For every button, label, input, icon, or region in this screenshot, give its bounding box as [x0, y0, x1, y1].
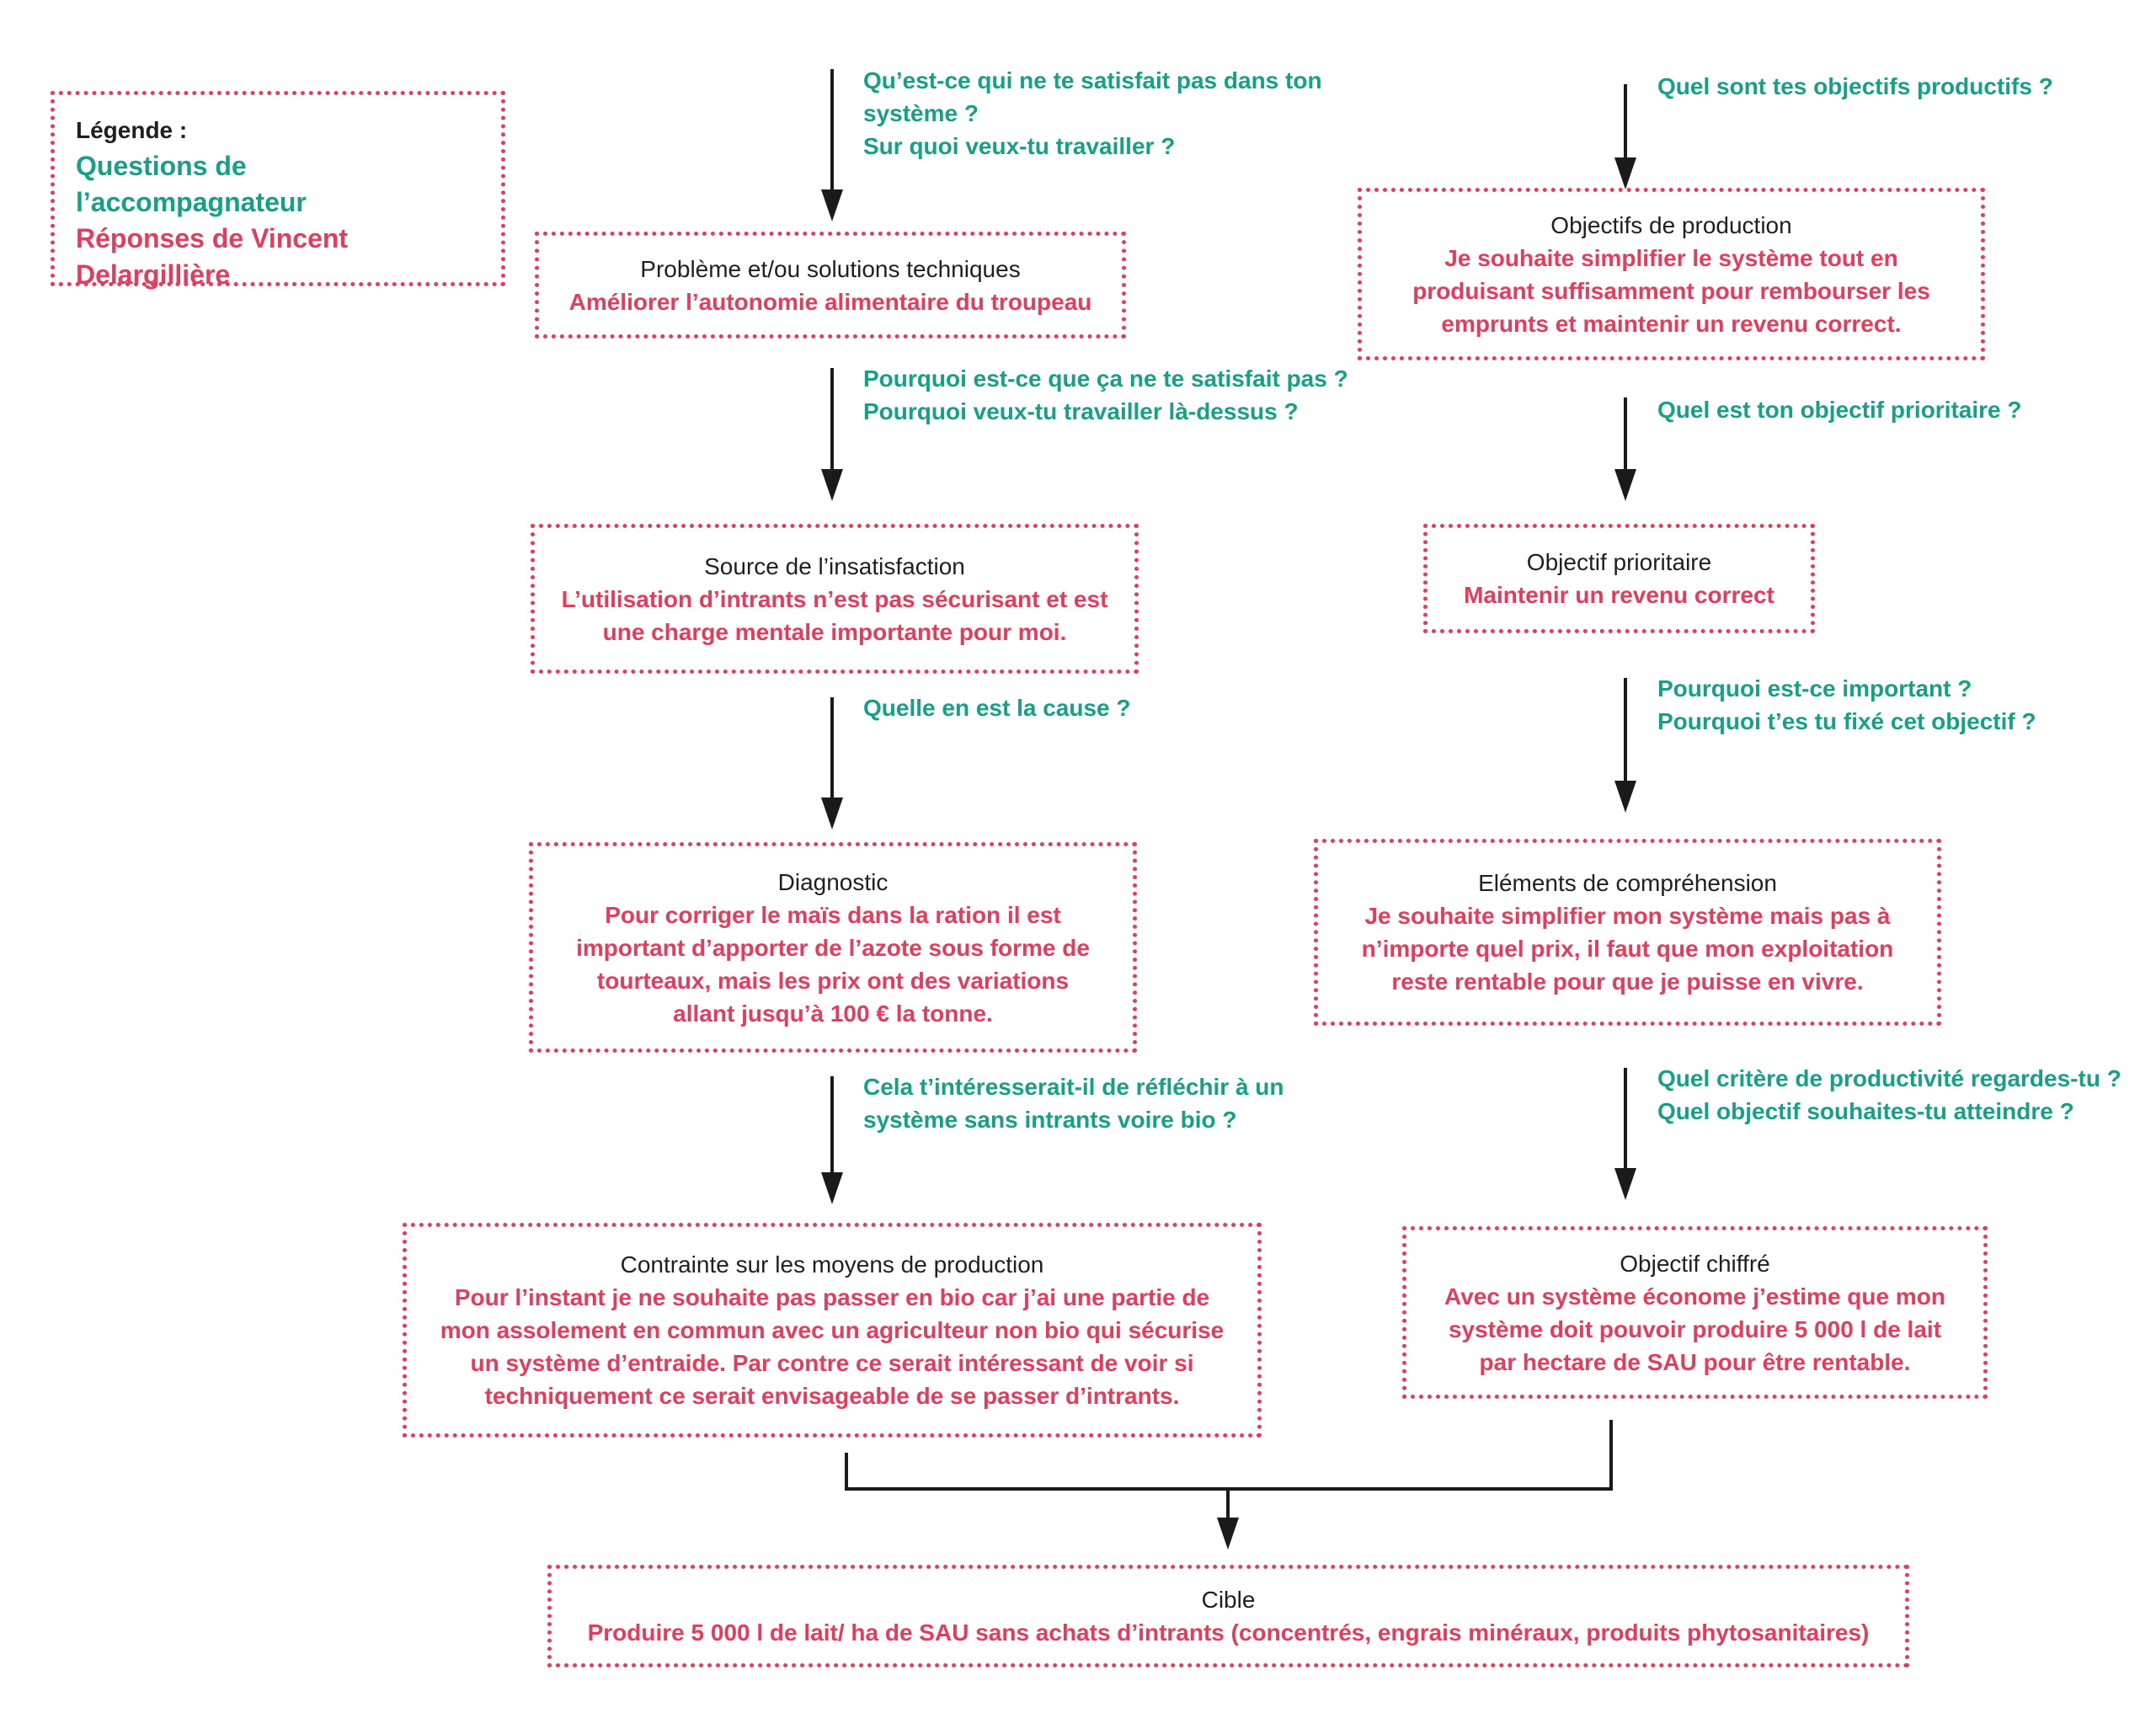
question-left-4: Cela t’intéresserait-il de réfléchir à u… — [863, 1070, 1284, 1136]
question-line: Pourquoi est-ce important ? — [1657, 675, 1972, 702]
box-source-insatisfaction: Source de l’insatisfaction L’utilisation… — [531, 524, 1139, 674]
box-answer-line: L’utilisation d’intrants n’est pas sécur… — [561, 585, 1108, 612]
question-right-3: Pourquoi est-ce important ? Pourquoi t’e… — [1657, 672, 2036, 738]
arrowhead-merge — [1217, 1518, 1239, 1550]
box-objectif-prioritaire: Objectif prioritaire Maintenir un revenu… — [1423, 524, 1815, 633]
box-answer-line: Avec un système économe j’estime que mon — [1444, 1283, 1945, 1310]
question-line: système sans intrants voire bio ? — [863, 1107, 1237, 1133]
question-line: Pourquoi est-ce que ça ne te satisfait p… — [863, 365, 1348, 392]
question-line: Pourquoi veux-tu travailler là-dessus ? — [863, 398, 1299, 424]
legend-answers-line2: Delargillière — [76, 259, 231, 290]
box-title: Objectifs de production — [1550, 211, 1792, 238]
arrowhead-right-4 — [1614, 1168, 1636, 1200]
question-line: Pourquoi t’es tu fixé cet objectif ? — [1657, 708, 2036, 734]
question-right-2: Quel est ton objectif prioritaire ? — [1657, 393, 2022, 426]
question-left-2: Pourquoi est-ce que ça ne te satisfait p… — [863, 362, 1348, 428]
arrowhead-left-3 — [821, 798, 843, 830]
legend-title: Légende : — [76, 117, 188, 143]
box-title: Objectif prioritaire — [1526, 549, 1712, 575]
box-objectif-chiffre: Objectif chiffré Avec un système économe… — [1402, 1226, 1988, 1399]
box-answer-line: Maintenir un revenu correct — [1464, 582, 1774, 608]
question-line: Quel objectif souhaites-tu atteindre ? — [1657, 1098, 2074, 1124]
box-answer-line: mon assolement en commun avec un agricul… — [440, 1317, 1225, 1343]
box-answer-line: un système d’entraide. Par contre ce ser… — [470, 1350, 1194, 1376]
box-answer-line: allant jusqu’à 100 € la tonne. — [673, 1000, 993, 1027]
box-title: Cible — [1201, 1587, 1256, 1613]
arrowhead-right-1 — [1614, 157, 1636, 189]
question-line: Cela t’intéresserait-il de réfléchir à u… — [863, 1074, 1284, 1100]
box-answer-line: emprunts et maintenir un revenu correct. — [1441, 310, 1902, 337]
box-answer-line: Améliorer l’autonomie alimentaire du tro… — [568, 288, 1092, 315]
question-left-1: Qu’est-ce qui ne te satisfait pas dans t… — [863, 64, 1322, 163]
question-line: Quel critère de productivité regardes-tu… — [1657, 1065, 2121, 1091]
question-left-3: Quelle en est la cause ? — [863, 691, 1130, 724]
box-title: Eléments de compréhension — [1478, 870, 1777, 896]
box-title: Source de l’insatisfaction — [704, 552, 965, 579]
box-answer-line: Je souhaite simplifier le système tout e… — [1444, 244, 1898, 271]
question-right-4: Quel critère de productivité regardes-tu… — [1657, 1062, 2121, 1128]
question-line: Quelle en est la cause ? — [863, 695, 1131, 721]
box-contrainte-moyens: Contrainte sur les moyens de production … — [403, 1223, 1262, 1438]
question-line: système ? — [863, 100, 979, 126]
box-title: Objectif chiffré — [1620, 1250, 1770, 1277]
box-answer-line: reste rentable pour que je puisse en viv… — [1391, 968, 1864, 995]
legend-questions: Questions de l’accompagnateur — [76, 151, 307, 217]
arrowhead-left-1 — [821, 189, 843, 221]
box-answer-line: tourteaux, mais les prix ont des variati… — [596, 967, 1070, 994]
box-answer-line: Pour corriger le maïs dans la ration il … — [605, 901, 1061, 928]
box-answer-line: Je souhaite simplifier mon système mais … — [1364, 903, 1891, 929]
box-title: Diagnostic — [777, 868, 889, 895]
box-probleme-solutions: Problème et/ou solutions techniques Amél… — [535, 232, 1126, 339]
question-line: Qu’est-ce qui ne te satisfait pas dans t… — [863, 67, 1322, 93]
box-objectifs-production: Objectifs de production Je souhaite simp… — [1358, 188, 1985, 360]
question-line: Quel est ton objectif prioritaire ? — [1657, 397, 2022, 423]
arrowhead-right-2 — [1614, 469, 1636, 501]
box-answer-line: par hectare de SAU pour être rentable. — [1479, 1348, 1911, 1375]
box-cible: Cible Produire 5 000 l de lait/ ha de SA… — [547, 1565, 1909, 1667]
legend-answers-line1: Réponses de Vincent — [76, 223, 349, 253]
box-elements-comprehension: Eléments de compréhension Je souhaite si… — [1314, 839, 1941, 1026]
box-answer-line: important d’apporter de l’azote sous for… — [576, 934, 1090, 961]
box-title: Contrainte sur les moyens de production — [620, 1251, 1044, 1278]
arrowhead-left-4 — [821, 1172, 843, 1204]
question-line: Quel sont tes objectifs productifs ? — [1657, 73, 2053, 99]
question-right-1: Quel sont tes objectifs productifs ? — [1657, 70, 2053, 103]
box-answer-line: Produire 5 000 l de lait/ ha de SAU sans… — [587, 1619, 1870, 1646]
box-diagnostic: Diagnostic Pour corriger le maïs dans la… — [529, 842, 1137, 1053]
arrowhead-left-2 — [821, 469, 843, 501]
box-answer-line: une charge mentale importante pour moi. — [602, 618, 1067, 645]
box-answer-line: techniquement ce serait envisageable de … — [484, 1383, 1180, 1409]
question-line: Sur quoi veux-tu travailler ? — [863, 133, 1176, 159]
box-answer-line: système doit pouvoir produire 5 000 l de… — [1448, 1315, 1942, 1342]
arrowhead-right-3 — [1614, 781, 1636, 813]
legend-box: Légende : Questions de l’accompagnateur … — [51, 91, 505, 290]
box-title: Problème et/ou solutions techniques — [640, 255, 1021, 282]
box-answer-line: Pour l’instant je ne souhaite pas passer… — [454, 1284, 1210, 1310]
box-answer-line: produisant suffisamment pour rembourser … — [1412, 277, 1930, 304]
box-answer-line: n’importe quel prix, il faut que mon exp… — [1361, 936, 1894, 962]
